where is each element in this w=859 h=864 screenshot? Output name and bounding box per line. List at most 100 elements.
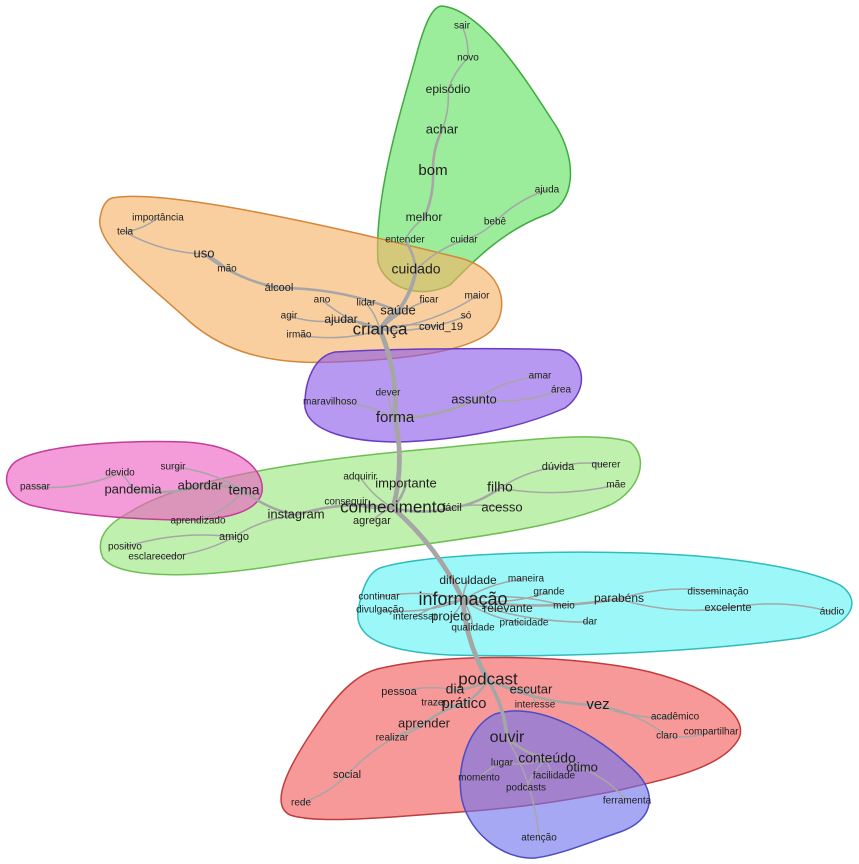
word-agregar: agregar xyxy=(353,515,391,527)
word-crianca: criança xyxy=(353,319,408,338)
word-audio: áudio xyxy=(820,607,845,618)
edge-pandemia-devido xyxy=(119,472,134,491)
edge-lugar-momento xyxy=(478,762,503,779)
word-maravilhoso: maravilhoso xyxy=(303,397,357,408)
edge-conhecimento-facil xyxy=(391,506,454,513)
word-grande: grande xyxy=(533,587,565,598)
word-atencao: atenção xyxy=(521,833,557,844)
word-pandemia: pandemia xyxy=(104,481,162,496)
edge-continuar-informacao xyxy=(378,592,464,601)
cluster-pink xyxy=(5,440,263,521)
word-facil: fácil xyxy=(442,502,462,514)
word-maneira: maneira xyxy=(508,574,545,585)
word-uso: uso xyxy=(194,245,215,260)
word-abordar: abordar xyxy=(178,477,223,492)
edge-conteudo-otimo xyxy=(546,758,583,769)
word-querer: querer xyxy=(592,460,622,471)
edge-meio-informacao xyxy=(462,595,565,607)
edge-agir-ajudar xyxy=(288,315,342,323)
edge-pratico-aprender xyxy=(422,702,466,726)
word-rede: rede xyxy=(291,798,311,809)
word-amigo: amigo xyxy=(219,531,249,543)
word-otimo: ótimo xyxy=(566,759,598,774)
edge-informacao-parabens xyxy=(461,597,621,607)
word-saude: saúde xyxy=(380,302,415,317)
edge-abordar-pandemia xyxy=(131,484,202,494)
word-esclarecedor: esclarecedor xyxy=(128,552,186,563)
edge-instagram-amigo xyxy=(233,514,297,538)
word-lidar: lidar xyxy=(357,298,377,309)
word-agir: agir xyxy=(281,311,298,322)
edge-interessar-informacao xyxy=(414,599,464,618)
word-entender: entender xyxy=(385,235,425,246)
word-mao: mão xyxy=(217,264,237,275)
edge-aprender-social xyxy=(346,723,425,776)
edge-amigo-esclarecedor xyxy=(156,536,235,558)
edge-ficar-crianca xyxy=(379,299,430,331)
word-excelente: excelente xyxy=(704,602,751,614)
edge-ajudar-crianca xyxy=(339,318,382,332)
word-ferramenta: ferramenta xyxy=(603,796,652,807)
edge-novo-episodio xyxy=(447,57,469,91)
word-facilidade: facilidade xyxy=(533,771,576,782)
word-novo: novo xyxy=(457,53,479,64)
edge-achar-bom xyxy=(431,128,444,173)
edge-episodio-achar xyxy=(441,89,450,131)
edge-social-rede xyxy=(300,774,348,804)
word-duvida: dúvida xyxy=(542,461,575,473)
word-aprender: aprender xyxy=(398,715,451,730)
edge-amigo-positivo xyxy=(124,534,235,548)
edge-ouvir-conteudo xyxy=(505,736,549,761)
word-momento: momento xyxy=(458,773,500,784)
word-area: área xyxy=(551,385,571,396)
edge-uso-alcool xyxy=(202,252,281,290)
edge-conhecimento-instagram xyxy=(294,503,395,517)
word-lugar: lugar xyxy=(491,758,514,769)
edge-covid-crianca xyxy=(379,323,442,331)
edge-assunto-area xyxy=(473,389,562,403)
word-pessoa: pessoa xyxy=(381,686,417,698)
edge-instagram-tema xyxy=(242,489,298,517)
word-mae: mãe xyxy=(606,480,626,491)
edge-conhecimento-informacao xyxy=(390,505,466,603)
word-praticidade: praticidade xyxy=(500,618,549,629)
edge-maior-crianca xyxy=(379,295,478,331)
word-trazer: trazer xyxy=(421,698,447,709)
word-dar: dar xyxy=(583,617,598,628)
word-importancia: importância xyxy=(132,213,184,224)
edge-maravilhoso-forma xyxy=(329,401,396,419)
word-conteudo: conteúdo xyxy=(518,750,576,766)
word-conseguir: conseguir xyxy=(324,497,368,508)
edge-podcast-ouvir xyxy=(486,678,509,740)
edge-conteudo-facilidade xyxy=(546,758,555,777)
edge-podcast-dia xyxy=(453,678,490,692)
word-pratico: prático xyxy=(441,695,486,712)
word-vez: vez xyxy=(586,696,609,713)
edge-parabens-excelente xyxy=(618,598,729,612)
word-instagram: instagram xyxy=(267,506,324,521)
edge-tema-abordar xyxy=(198,483,246,493)
word-claro: claro xyxy=(656,731,678,742)
edge-excelente-audio xyxy=(727,603,833,613)
word-ouvir: ouvir xyxy=(490,729,525,746)
edge-divulgacao-informacao xyxy=(379,599,464,612)
edge-cuidado-saude xyxy=(396,268,418,313)
word-academico: acadêmico xyxy=(651,712,700,723)
edge-tema-surgir xyxy=(172,466,245,492)
word-ano: ano xyxy=(314,295,331,306)
word-divulgacao: divulgação xyxy=(356,605,404,616)
edge-parabens-disseminacao xyxy=(618,588,719,600)
word-projeto: projeto xyxy=(431,608,471,623)
word-relevante: relevante xyxy=(483,601,533,615)
word-conhecimento: conhecimento xyxy=(340,497,446,516)
edge-dia-pessoa xyxy=(398,686,456,693)
edge-ajuda-bebe xyxy=(494,189,548,223)
edge-adquirir-conhecimento xyxy=(359,476,394,509)
edge-conteudo-podcasts xyxy=(525,758,548,789)
word-realizar: realizar xyxy=(376,733,409,744)
edge-claro-compartilhar xyxy=(666,731,712,738)
word-social: social xyxy=(333,769,361,781)
word-podcasts: podcasts xyxy=(506,783,546,794)
word-acesso: acesso xyxy=(481,499,522,514)
edge-irmao-crianca xyxy=(298,329,381,339)
